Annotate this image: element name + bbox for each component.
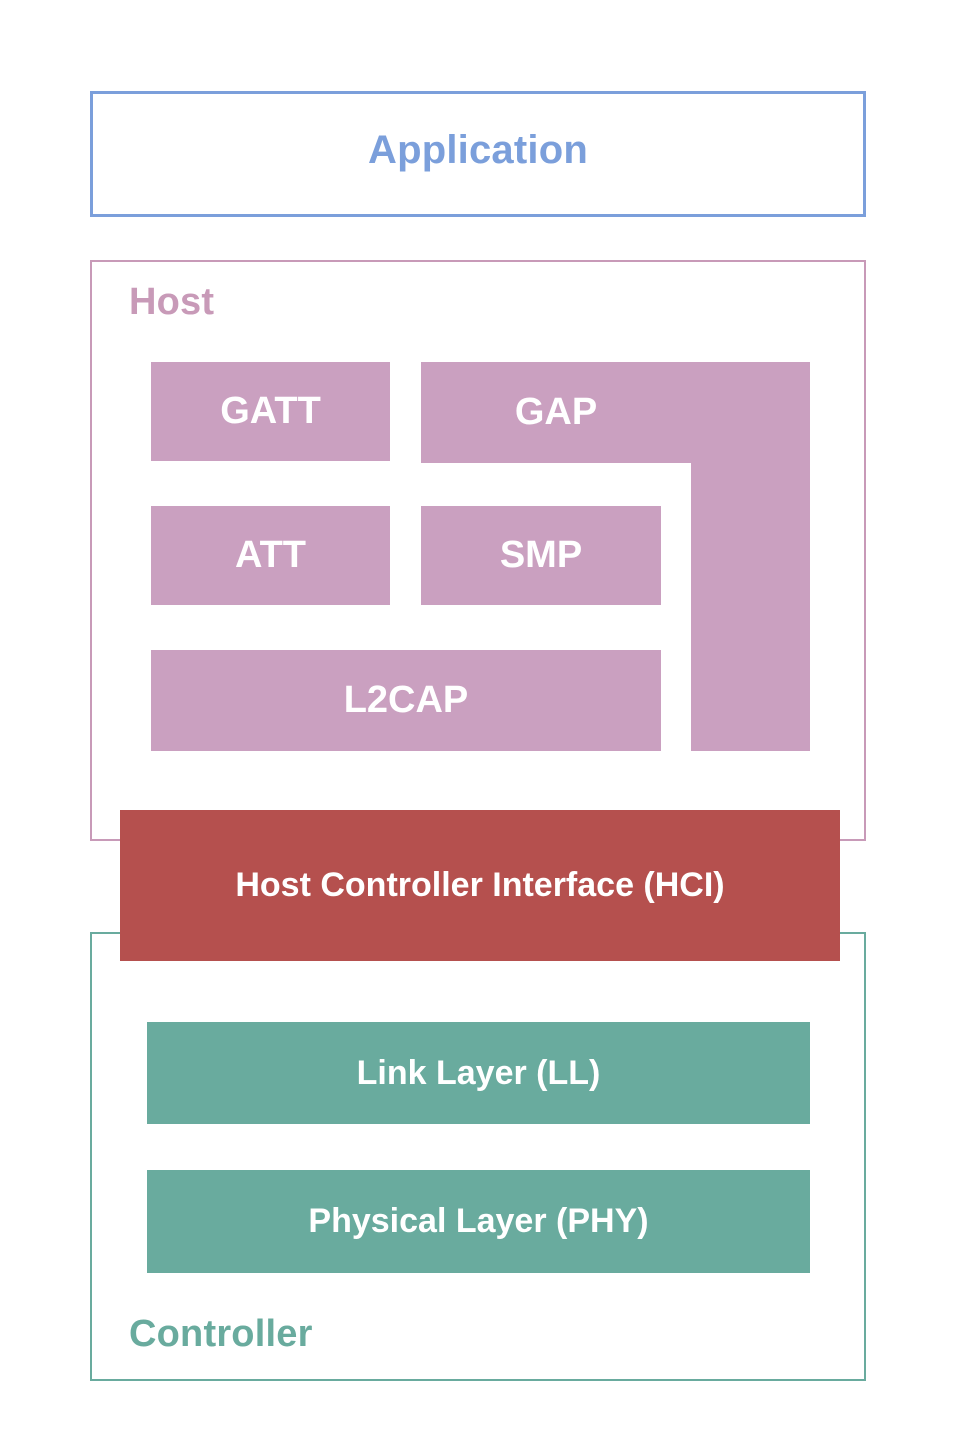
controller-layer-label: Controller bbox=[129, 1313, 313, 1355]
host-block-gap-label: GAP bbox=[514, 391, 598, 433]
host-controller-interface-block: Host Controller Interface (HCI) bbox=[120, 810, 840, 961]
controller-block-physical-layer: Physical Layer (PHY) bbox=[147, 1170, 810, 1273]
host-block-smp: SMP bbox=[421, 506, 661, 605]
host-block-att: ATT bbox=[151, 506, 390, 605]
controller-block-link-layer: Link Layer (LL) bbox=[147, 1022, 810, 1124]
host-block-l2cap: L2CAP bbox=[151, 650, 661, 751]
host-block-gatt: GATT bbox=[151, 362, 390, 461]
host-layer-label: Host bbox=[129, 281, 215, 323]
application-layer-box bbox=[90, 91, 866, 217]
application-layer-label: Application bbox=[368, 128, 588, 172]
